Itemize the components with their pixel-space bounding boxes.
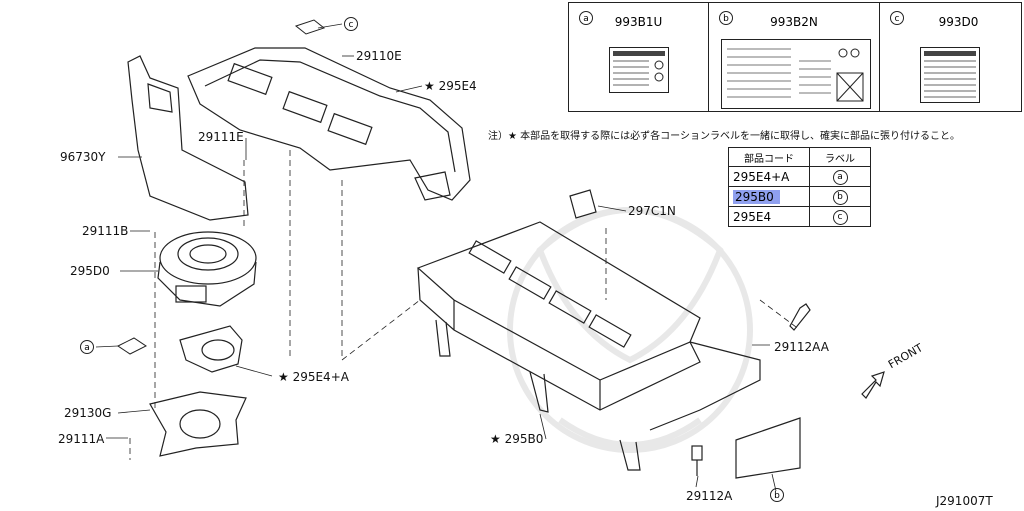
label-panel-c: c 993D0 <box>879 2 1022 112</box>
label-cell: b <box>809 186 871 207</box>
highlighted-part-code: 295B0 <box>733 189 780 204</box>
caution-label-sticker-b <box>735 417 801 479</box>
label-29111E: 29111E <box>198 130 244 144</box>
label-panel-a-marker: a <box>579 11 593 25</box>
cooling-fan-drawing <box>157 231 257 307</box>
table-row: 295E4 c <box>728 206 871 227</box>
marker-a-left: a <box>80 340 94 354</box>
diagram-id: J291007T <box>936 494 993 508</box>
label-29112AA: 29112AA <box>774 340 829 354</box>
label-panel-b: b 993B2N <box>708 2 880 112</box>
caution-note: 注）★ 本部品を取得する際には必ず各コーションラベルを一緒に取得し、確実に部品に… <box>488 131 960 142</box>
bolt-29112AA-drawing <box>789 303 811 331</box>
front-arrow-icon <box>861 371 885 399</box>
label-295E4-plus-A: ★ 295E4+A <box>278 370 349 384</box>
label-29111A: 29111A <box>58 432 105 446</box>
caution-label-a-icon <box>609 47 669 93</box>
label-cell: a <box>809 166 871 187</box>
label-297C1N: 297C1N <box>628 204 676 218</box>
battery-frame-drawing <box>416 189 761 471</box>
label-panel-c-marker: c <box>890 11 904 25</box>
label-marker: c <box>832 209 848 225</box>
watermark-emblem <box>507 207 753 453</box>
label-295B0: ★ 295B0 <box>490 432 544 446</box>
header-label: ラベル <box>809 147 871 167</box>
marker-c-top: c <box>344 17 358 31</box>
label-panel-b-marker: b <box>719 11 733 25</box>
label-29112A: 29112A <box>686 489 733 503</box>
assembly-guide-lines <box>129 150 801 476</box>
part-code-cell-highlighted: 295B0 <box>728 186 810 207</box>
parts-label-table: 部品コード ラベル 295E4+A a 295B0 b 295E4 c <box>728 147 871 227</box>
label-marker: b <box>832 189 848 205</box>
table-header-row: 部品コード ラベル <box>728 147 871 167</box>
caution-label-sticker-c <box>294 19 326 35</box>
label-295E4: ★ 295E4 <box>424 79 477 93</box>
marker-b-bottom: b <box>770 488 784 502</box>
top-cover-drawing <box>187 47 471 201</box>
label-295D0: 295D0 <box>70 264 110 278</box>
label-cell: c <box>809 206 871 227</box>
label-96730Y: 96730Y <box>60 150 106 164</box>
label-panel-a: a 993B1U <box>568 2 709 112</box>
caution-label-c-icon <box>920 47 980 103</box>
caution-label-sticker-a <box>117 337 147 355</box>
table-row: 295B0 b <box>728 186 871 207</box>
part-code-cell: 295E4 <box>728 206 810 227</box>
table-row: 295E4+A a <box>728 166 871 187</box>
label-panel-a-code: 993B1U <box>614 15 663 29</box>
bracket-drawing <box>179 325 243 373</box>
label-29110E: 29110E <box>356 49 402 63</box>
label-panel-c-code: 993D0 <box>938 15 979 29</box>
caution-label-b-icon <box>721 39 871 109</box>
label-29111B: 29111B <box>82 224 129 238</box>
mounting-plate-drawing <box>149 391 247 457</box>
label-29130G: 29130G <box>64 406 112 420</box>
label-panel-b-code: 993B2N <box>770 15 818 29</box>
header-part-code: 部品コード <box>728 147 810 167</box>
air-duct-drawing <box>127 55 249 221</box>
leader-lines <box>95 23 777 492</box>
label-marker: a <box>832 169 848 185</box>
part-code-cell: 295E4+A <box>728 166 810 187</box>
